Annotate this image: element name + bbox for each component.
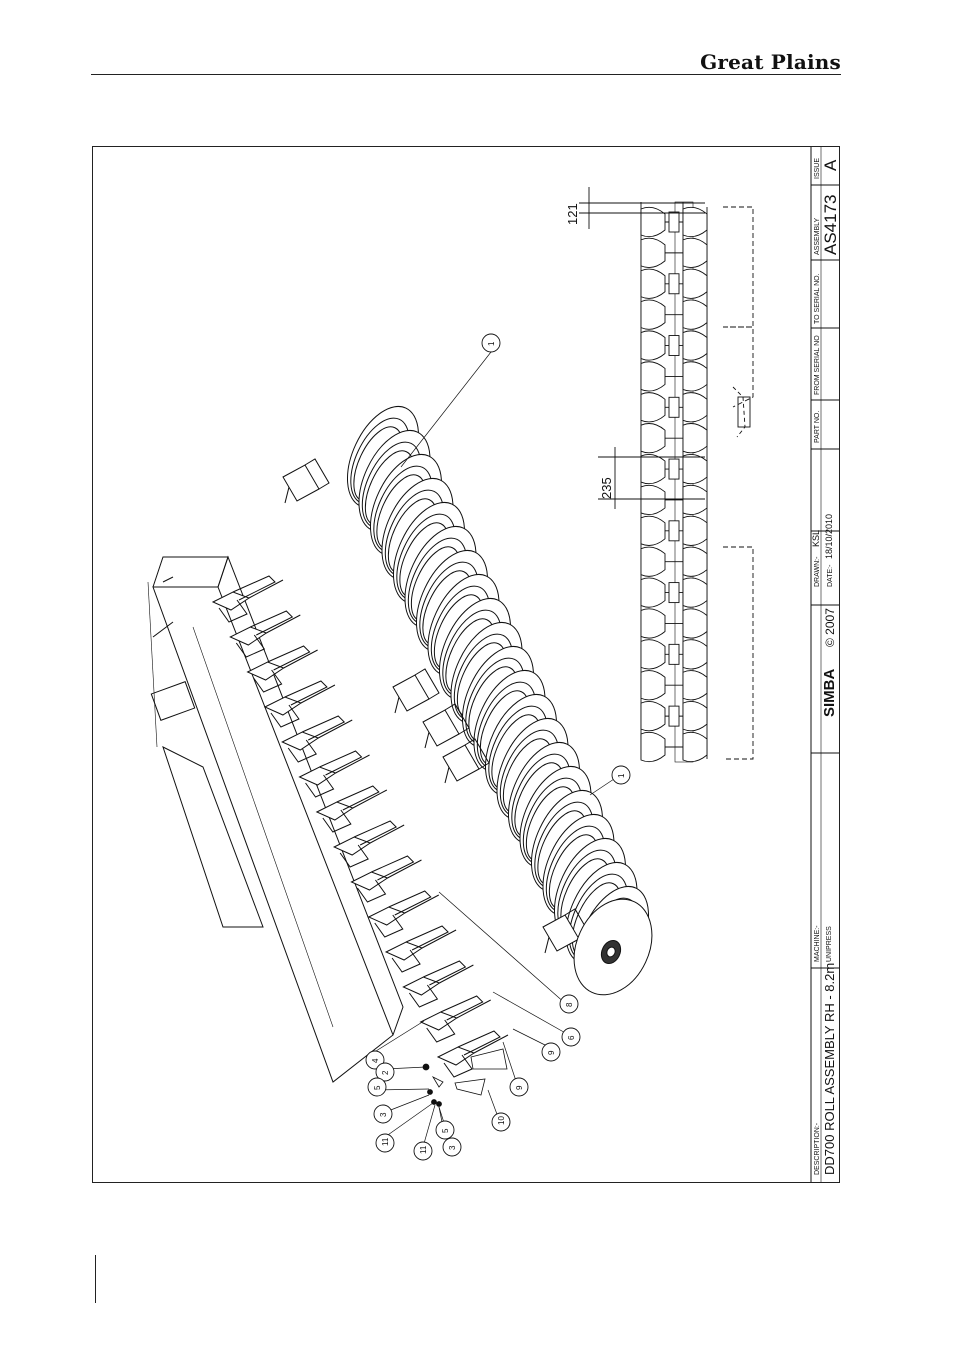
to-serial-label: TO SERIAL NO. <box>814 273 821 324</box>
dimension-121-text: 121 <box>565 203 580 225</box>
item-balloon: 9 <box>542 1043 560 1061</box>
item-balloon-number: 11 <box>419 1145 428 1154</box>
footer-margin-mark <box>95 1255 96 1303</box>
ortho-disc <box>641 578 707 607</box>
ortho-disc <box>641 732 707 761</box>
scraper-bracket <box>351 856 421 902</box>
simba-logo: SIMBA <box>821 669 838 718</box>
ortho-disc <box>641 547 707 576</box>
ortho-disc <box>641 640 707 669</box>
brand-logo-text: Great Plains <box>700 50 841 74</box>
roll-orthographic-view: 121 235 <box>565 187 753 762</box>
issue-text: A <box>821 159 839 171</box>
ortho-disc <box>641 331 707 360</box>
scraper-bracket <box>213 576 283 622</box>
ortho-disc <box>641 701 707 730</box>
copyright-text: © 2007 <box>823 608 837 647</box>
assembly-label: ASSEMBLY <box>814 217 821 255</box>
item-balloon-number: 4 <box>371 1058 380 1063</box>
scraper-bracket <box>386 926 456 972</box>
item-balloon-number: 5 <box>441 1128 450 1133</box>
ortho-disc <box>641 300 707 329</box>
ortho-disc <box>641 362 707 391</box>
item-balloon-number: 2 <box>381 1070 390 1075</box>
drawn-text: KSL <box>811 530 821 547</box>
ortho-disc <box>641 238 707 267</box>
item-balloon: 1 <box>612 766 630 784</box>
frame-beam <box>148 557 403 1082</box>
issue-label: ISSUE <box>814 158 821 179</box>
scraper-bracket <box>317 786 387 832</box>
scraper-bracket <box>230 611 300 657</box>
part-no-label: PART NO. <box>814 411 821 443</box>
description-text: DD700 ROLL ASSEMBLY RH - 8.2m <box>822 963 837 1175</box>
date-label: DATE:- <box>827 564 834 587</box>
item-balloon-number: 1 <box>617 773 626 778</box>
ortho-disc <box>641 454 707 483</box>
from-serial-label: FROM SERIAL NO <box>814 335 821 395</box>
item-balloon-number: 6 <box>567 1035 576 1040</box>
scraper-bracket <box>403 961 473 1007</box>
ortho-disc <box>641 207 707 236</box>
ortho-disc <box>641 424 707 453</box>
roll-bracket <box>283 459 329 503</box>
ortho-disc <box>641 516 707 545</box>
item-balloon-number: 5 <box>373 1085 382 1090</box>
scraper-bracket <box>248 646 318 692</box>
item-balloon: 8 <box>560 995 578 1013</box>
ortho-disc <box>641 485 707 514</box>
item-balloon: 9 <box>510 1078 528 1096</box>
item-balloon: 10 <box>492 1113 510 1131</box>
item-balloon-number: 10 <box>497 1116 506 1125</box>
item-balloon-number: 9 <box>515 1085 524 1090</box>
item-balloon-number: 9 <box>547 1050 556 1055</box>
date-text: 18/10/2010 <box>824 514 834 559</box>
scraper-bracket <box>421 996 491 1042</box>
drawn-label: DRAWN:- <box>814 556 821 587</box>
parts-drawing: DESCRIPTION:- DD700 ROLL ASSEMBLY RH - 8… <box>93 147 839 1182</box>
ortho-disc <box>641 609 707 638</box>
item-balloon: 1 <box>482 334 500 352</box>
ortho-disc <box>641 671 707 700</box>
item-balloon-number: 1 <box>487 341 496 346</box>
roll-bracket <box>393 669 439 713</box>
item-balloon: 3 <box>443 1138 461 1156</box>
ortho-disc <box>641 269 707 298</box>
scraper-bracket <box>334 821 404 867</box>
assembly-text: AS4173 <box>821 195 839 256</box>
dimension-235-text: 235 <box>599 477 614 499</box>
header-rule <box>91 74 841 75</box>
item-balloon-number: 3 <box>379 1112 388 1117</box>
item-balloon: 5 <box>368 1078 386 1096</box>
scraper-bracket <box>265 681 335 727</box>
drawing-sheet: DESCRIPTION:- DD700 ROLL ASSEMBLY RH - 8… <box>92 146 840 1183</box>
item-balloon: 11 <box>376 1134 394 1152</box>
item-balloon-number: 3 <box>448 1145 457 1150</box>
scraper-bracket <box>300 751 370 797</box>
item-balloon: 6 <box>562 1028 580 1046</box>
item-balloon: 3 <box>374 1105 392 1123</box>
description-label: DESCRIPTION:- <box>814 1122 821 1175</box>
item-balloon: 11 <box>414 1142 432 1160</box>
scraper-bracket <box>369 891 439 937</box>
machine-text: UNIPRESS <box>826 926 833 962</box>
item-balloon-number: 11 <box>381 1137 390 1146</box>
ortho-disc <box>641 393 707 422</box>
item-balloon-number: 8 <box>565 1002 574 1007</box>
item-balloon: 5 <box>436 1121 454 1139</box>
machine-label: MACHINE:- <box>814 925 821 962</box>
